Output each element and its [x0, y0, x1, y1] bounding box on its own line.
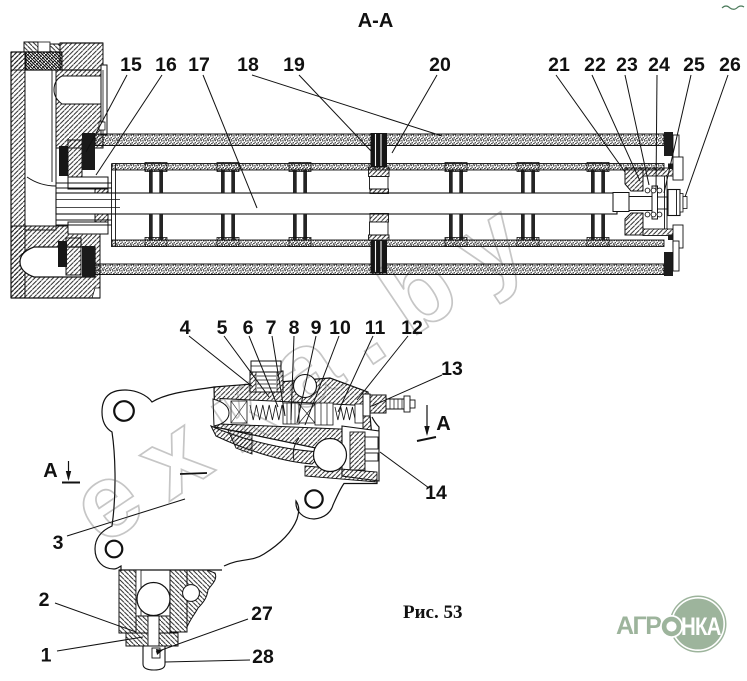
- svg-text:А: А: [436, 413, 450, 435]
- svg-text:19: 19: [283, 54, 305, 76]
- svg-text:12: 12: [401, 317, 423, 339]
- svg-text:20: 20: [429, 54, 451, 76]
- svg-text:10: 10: [329, 317, 351, 339]
- svg-text:11: 11: [365, 317, 386, 339]
- svg-text:17: 17: [188, 54, 210, 76]
- svg-text:9: 9: [311, 317, 322, 339]
- svg-text:28: 28: [252, 646, 274, 668]
- svg-text:1: 1: [41, 645, 52, 667]
- svg-text:13: 13: [441, 358, 463, 380]
- svg-text:3: 3: [53, 532, 64, 554]
- svg-text:АГР: АГР: [616, 612, 661, 640]
- svg-text:7: 7: [266, 317, 277, 339]
- svg-text:А: А: [43, 460, 57, 482]
- svg-text:21: 21: [548, 54, 570, 76]
- svg-text:22: 22: [584, 54, 606, 76]
- svg-text:24: 24: [648, 54, 670, 76]
- svg-text:НКА: НКА: [681, 612, 721, 640]
- svg-text:4: 4: [180, 317, 191, 339]
- svg-text:2: 2: [39, 589, 50, 611]
- svg-text:8: 8: [289, 317, 300, 339]
- svg-text:23: 23: [616, 54, 638, 76]
- svg-text:5: 5: [217, 317, 228, 339]
- svg-text:15: 15: [120, 54, 142, 76]
- svg-text:А-А: А-А: [358, 10, 394, 32]
- svg-text:27: 27: [251, 603, 273, 625]
- svg-text:25: 25: [683, 54, 705, 76]
- svg-text:Рис. 53: Рис. 53: [403, 602, 463, 623]
- svg-text:6: 6: [243, 317, 254, 339]
- svg-text:26: 26: [719, 54, 741, 76]
- svg-text:18: 18: [237, 54, 259, 76]
- svg-text:14: 14: [425, 482, 447, 504]
- svg-text:16: 16: [155, 54, 177, 76]
